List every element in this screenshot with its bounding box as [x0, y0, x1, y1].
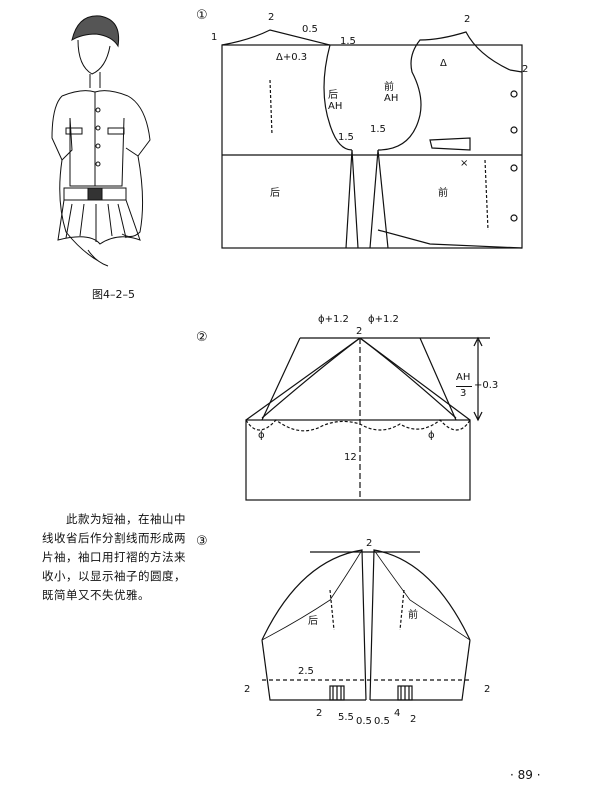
page-number: · 89 ·: [510, 768, 541, 782]
step-marker-2: ②: [196, 330, 208, 345]
label-phi-right: ϕ: [428, 430, 435, 441]
label-top-2: 2: [366, 538, 373, 549]
label-front-2a: 2: [464, 14, 471, 25]
label-ah-fraction-line: [456, 386, 472, 387]
label-left-2: 2: [244, 684, 251, 695]
label-front-ah: 前 AH: [384, 82, 399, 104]
label-ah-den: 3: [460, 388, 467, 399]
label-ah-num: AH: [456, 372, 471, 383]
label-back-1: 1: [211, 32, 218, 43]
label-back-ah: 后 AH: [328, 90, 343, 112]
label-back-panel: 后: [270, 188, 280, 199]
label-back-side2: 1.5: [338, 132, 354, 143]
two-piece-sleeve-draft: [261, 549, 471, 701]
label-dart-mark: ×: [460, 158, 469, 169]
label-phi-1: ϕ+1.2: [318, 314, 349, 325]
label-back-shoulder: 0.5: [302, 24, 318, 35]
label-bottom-2b: 2: [410, 714, 417, 725]
label-bottom-0-5a: 0.5: [356, 716, 372, 727]
label-phi-left: ϕ: [258, 430, 265, 441]
label-bottom-5-5: 5.5: [338, 712, 354, 723]
label-length-12: 12: [344, 452, 357, 463]
label-bottom-2a: 2: [316, 708, 323, 719]
label-front-delta: Δ: [440, 58, 447, 69]
label-front-panel: 前: [438, 188, 448, 199]
label-right-2: 2: [484, 684, 491, 695]
label-phi-2: ϕ+1.2: [368, 314, 399, 325]
step-marker-3: ③: [196, 534, 208, 549]
label-2-5: 2.5: [298, 666, 314, 677]
label-back: 后: [308, 616, 318, 627]
label-front: 前: [408, 610, 418, 621]
figure-caption: 图4–2–5: [92, 288, 135, 301]
bodice-draft: [221, 29, 523, 249]
step-marker-1: ①: [196, 8, 208, 23]
label-bottom-0-5b: 0.5: [374, 716, 390, 727]
label-top-2: 2: [356, 326, 363, 337]
label-front-2b: 2: [522, 64, 529, 75]
label-back-side: 1.5: [340, 36, 356, 47]
label-back-delta: Δ+0.3: [276, 52, 308, 63]
label-front-side: 1.5: [370, 124, 386, 135]
label-bottom-4: 4: [394, 708, 401, 719]
fashion-illustration: [51, 15, 151, 267]
description-text: 此款为短袖，在袖山中线收省后作分割线而形成两片袖，袖口用打褶的方法来收小，以显示…: [42, 512, 186, 602]
label-ah-plus: +0.3: [474, 380, 499, 391]
sleeve-draft: [245, 336, 490, 501]
label-back-2: 2: [268, 12, 275, 23]
